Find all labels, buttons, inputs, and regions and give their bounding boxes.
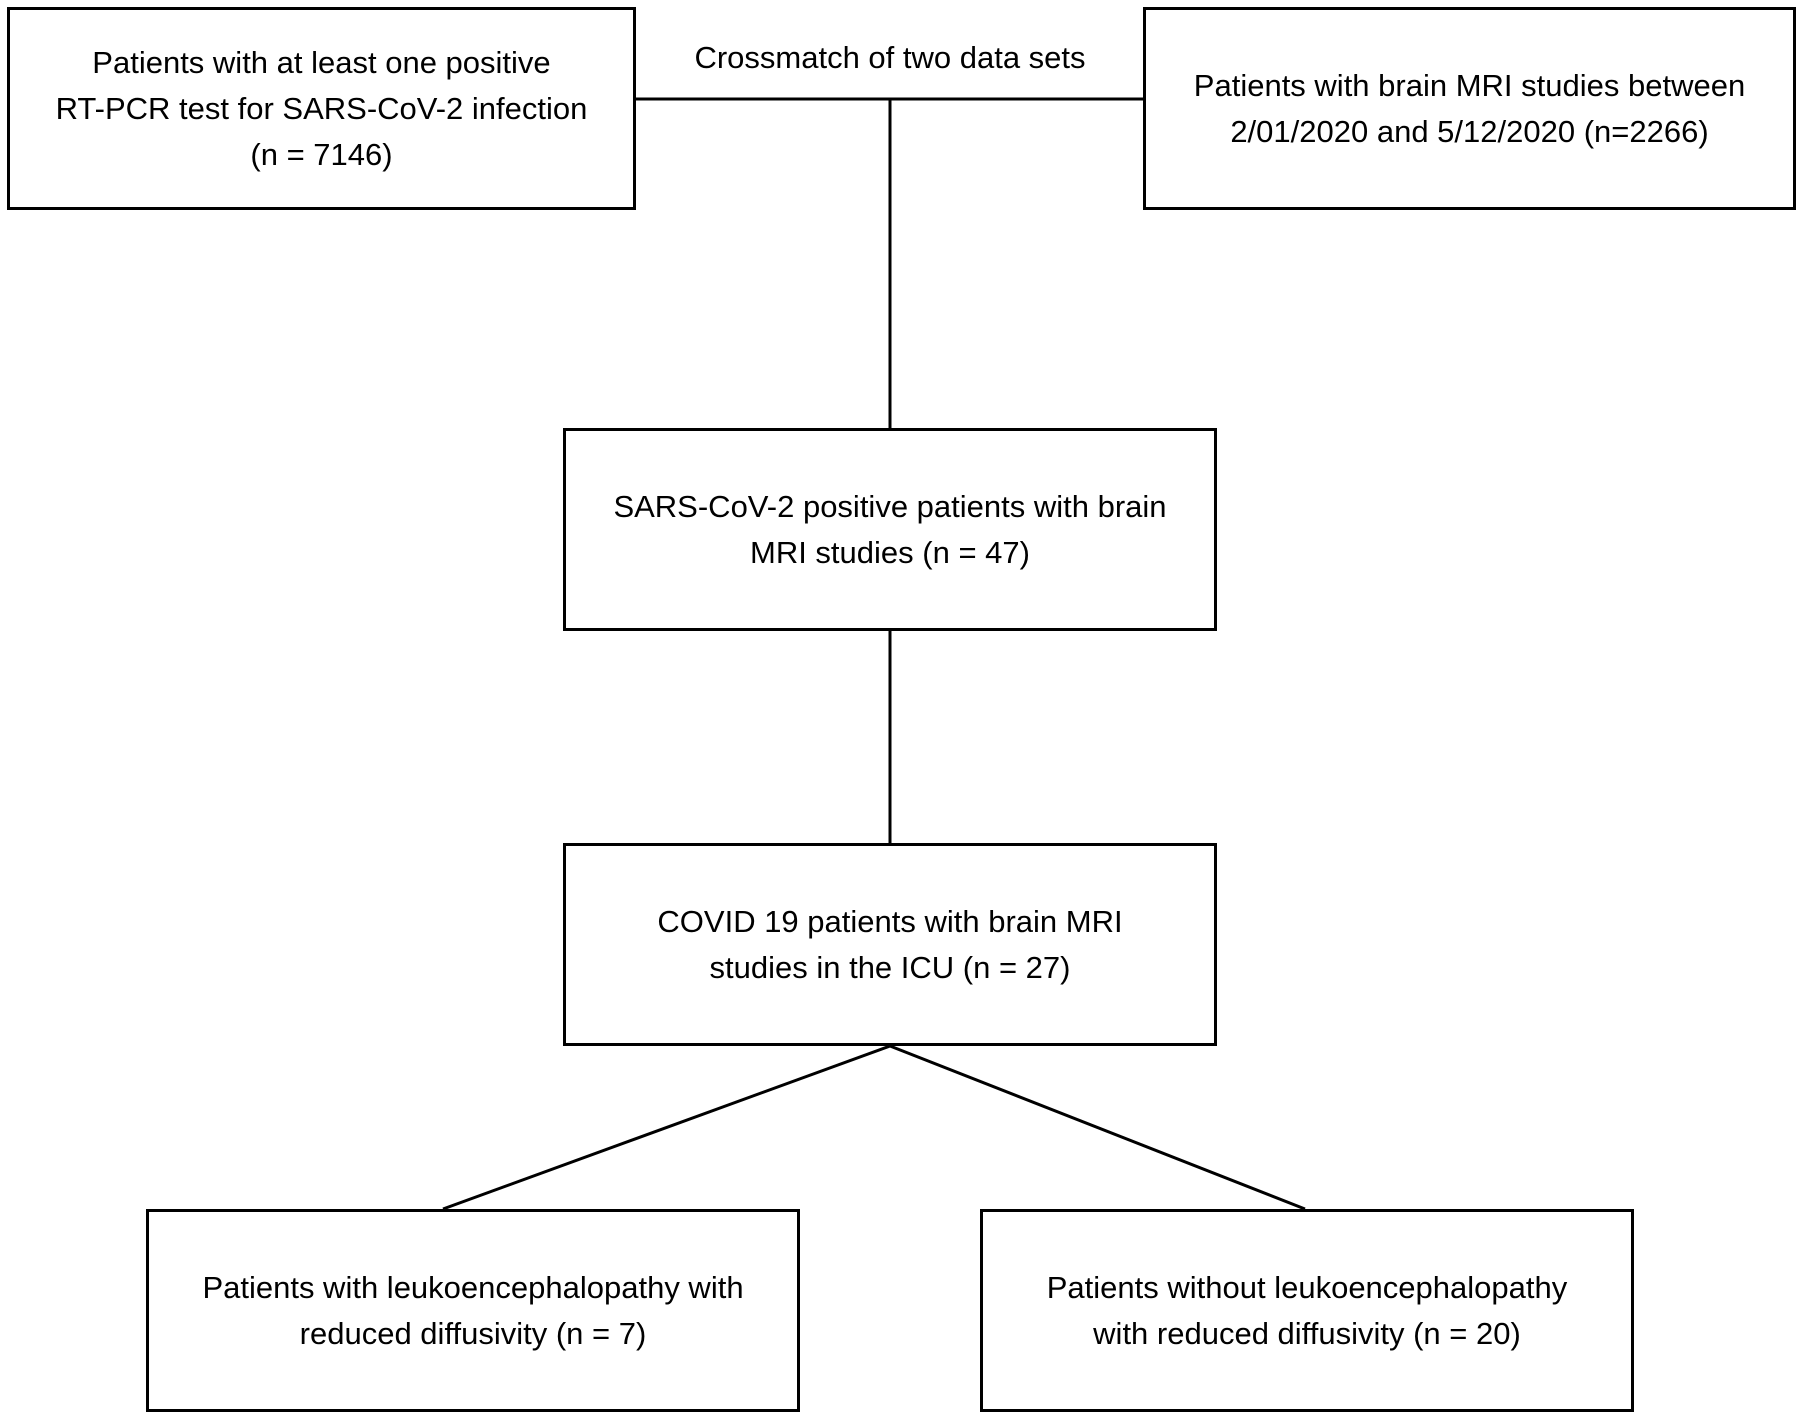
positive-tests-box: Patients with at least one positive RT-P… [7, 7, 636, 210]
positive-tests-text: Patients with at least one positive RT-P… [55, 44, 588, 172]
without-leuko-text: Patients without leukoencephalopathy wit… [1046, 1269, 1568, 1351]
with-leuko-box: Patients with leukoencephalopathy with r… [146, 1209, 800, 1412]
icu-to-without-leuko-line [889, 1044, 1306, 1211]
icu-box: COVID 19 patients with brain MRI studies… [563, 843, 1217, 1046]
positive-mri-text: SARS-CoV-2 positive patients with brain … [613, 488, 1167, 570]
mri-studies-box: Patients with brain MRI studies between … [1143, 7, 1796, 210]
with-leuko-text: Patients with leukoencephalopathy with r… [202, 1269, 744, 1351]
icu-text: COVID 19 patients with brain MRI studies… [657, 903, 1123, 985]
icu-to-with-leuko-line [442, 1044, 891, 1211]
without-leuko-box: Patients without leukoencephalopathy wit… [980, 1209, 1634, 1412]
crossmatch-label: Crossmatch of two data sets [640, 38, 1140, 78]
mri-studies-text: Patients with brain MRI studies between … [1193, 67, 1746, 149]
positive-mri-box: SARS-CoV-2 positive patients with brain … [563, 428, 1217, 631]
